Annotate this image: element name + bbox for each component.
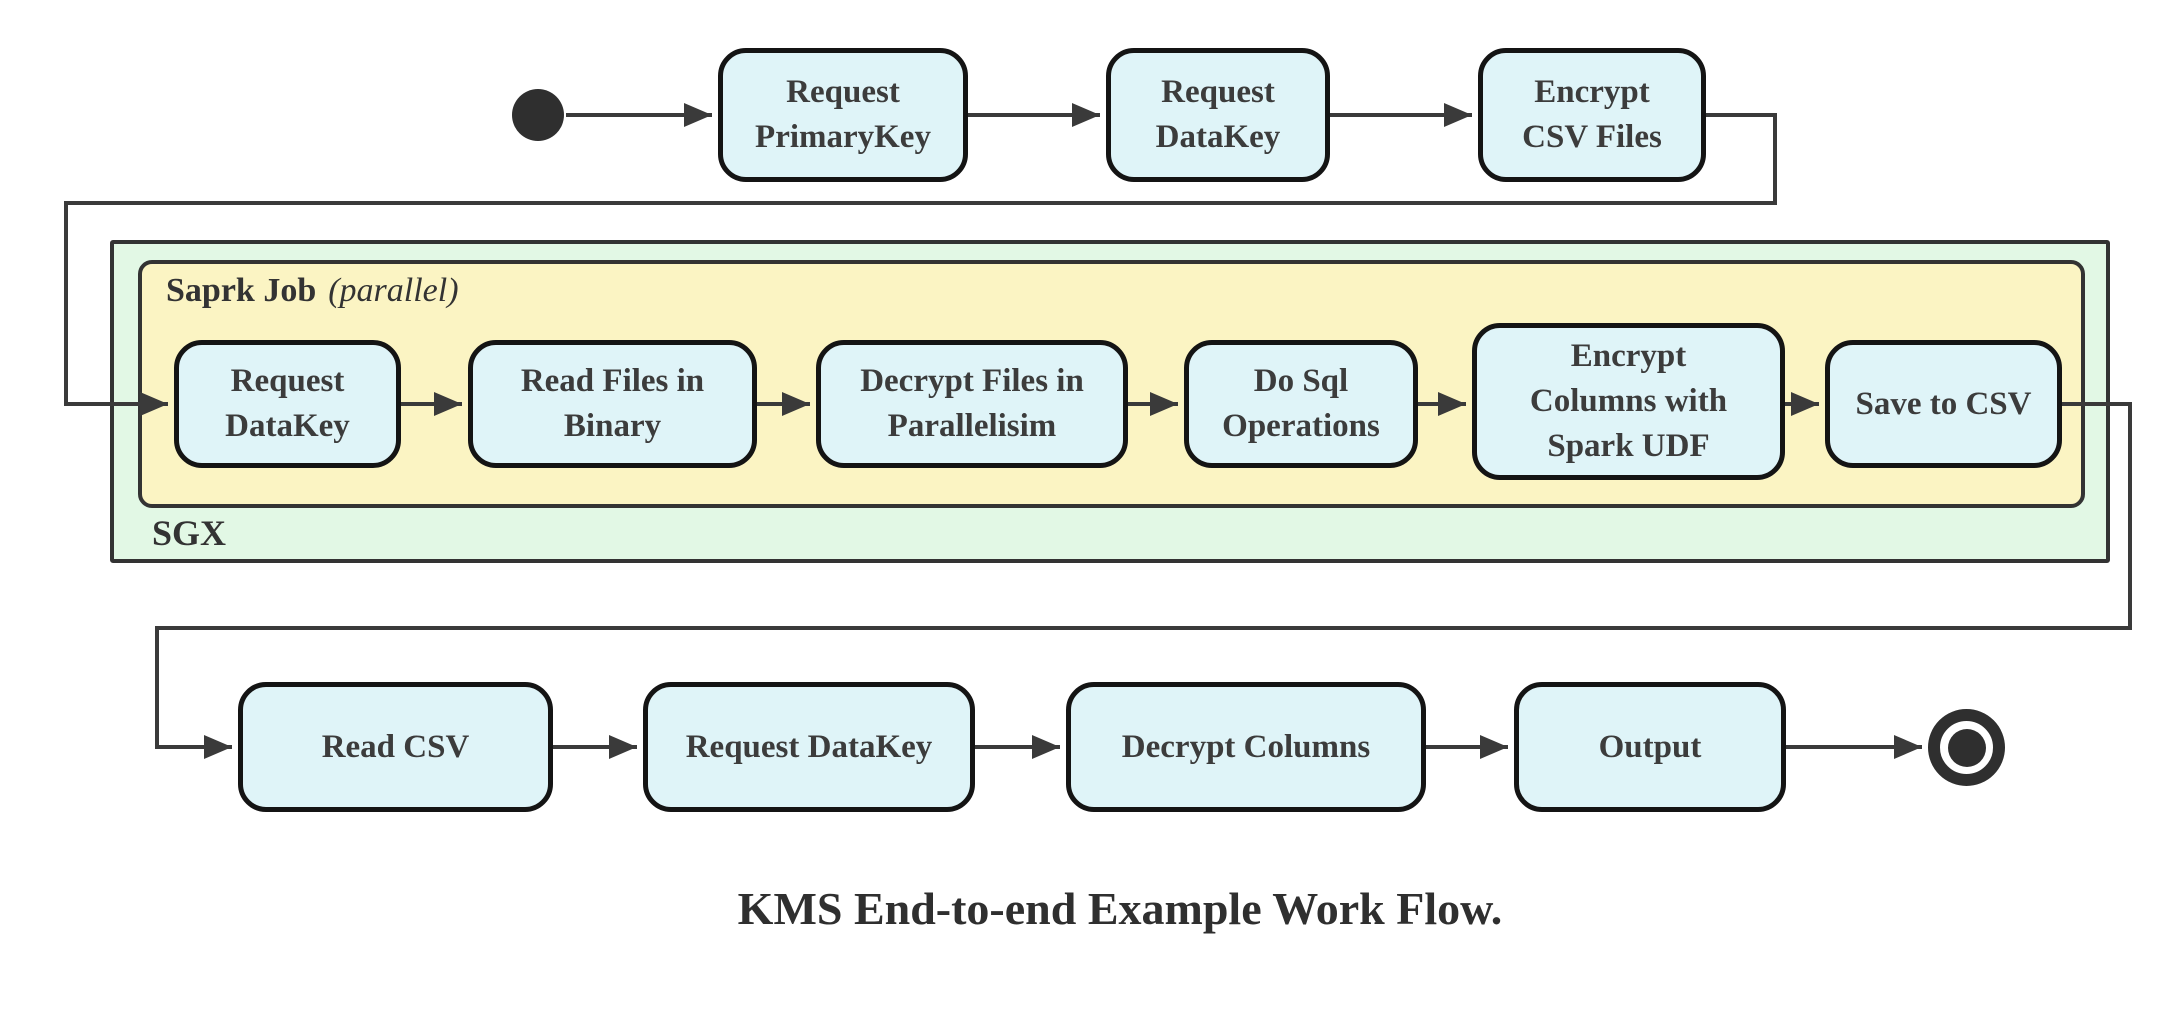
node-request-primarykey: Request PrimaryKey (718, 48, 968, 182)
node-request-datakey-bottom: Request DataKey (643, 682, 975, 812)
node-encrypt-columns-with-spark-udf: Encrypt Columns with Spark UDF (1472, 323, 1785, 480)
node-read-csv: Read CSV (238, 682, 553, 812)
final-state-node (1928, 709, 2005, 786)
node-read-files-in-binary: Read Files in Binary (468, 340, 757, 468)
node-encrypt-csv-files: Encrypt CSV Files (1478, 48, 1706, 182)
spark-job-label-italic: (parallel) (328, 272, 459, 309)
node-do-sql-operations: Do Sql Operations (1184, 340, 1418, 468)
node-request-datakey-top: Request DataKey (1106, 48, 1330, 182)
initial-state-node (512, 89, 564, 141)
node-save-to-csv: Save to CSV (1825, 340, 2062, 468)
node-request-datakey-spark: Request DataKey (174, 340, 401, 468)
final-state-inner-dot (1947, 728, 1986, 767)
sgx-label: SGX (152, 513, 227, 553)
node-decrypt-files-in-parallelisim: Decrypt Files in Parallelisim (816, 340, 1128, 468)
diagram-title: KMS End-to-end Example Work Flow. (737, 883, 1503, 934)
spark-job-label-bold: Saprk Job (166, 272, 317, 309)
node-decrypt-columns: Decrypt Columns (1066, 682, 1426, 812)
spark-job-label: Saprk Job (parallel) (166, 272, 459, 310)
node-output: Output (1514, 682, 1786, 812)
